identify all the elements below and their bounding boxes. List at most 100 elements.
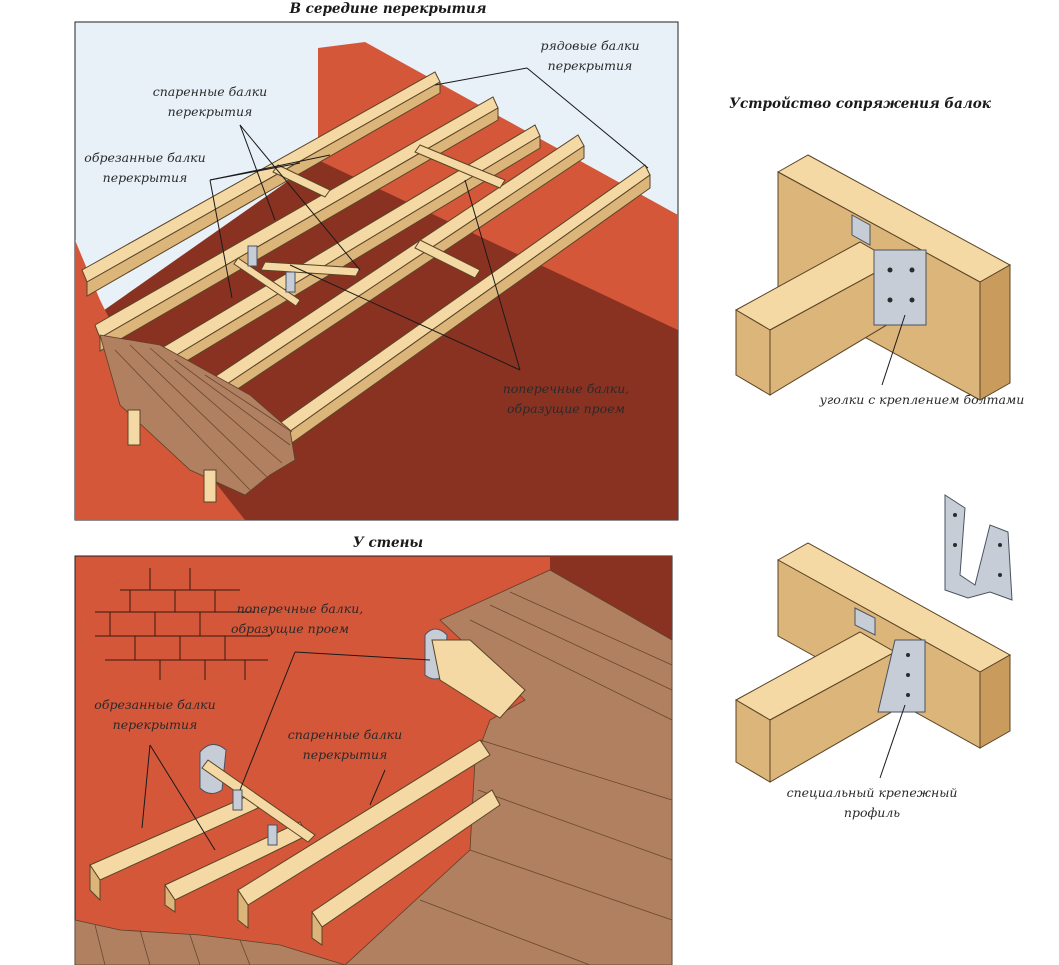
joists-bottom <box>89 739 501 946</box>
plb-1 <box>94 924 106 965</box>
hanger-b1 <box>232 789 243 811</box>
pl-2 <box>489 604 673 691</box>
profile-hanger <box>877 639 926 713</box>
leader-ordinary-a <box>434 67 528 86</box>
leader-b-trim-b <box>149 744 216 851</box>
joist-b4-end <box>311 910 323 946</box>
joist-b2-end <box>164 883 176 913</box>
profile-back <box>854 607 876 636</box>
leader-cross-b <box>289 264 521 371</box>
plb-4 <box>239 939 251 965</box>
leader-b-paired <box>369 769 386 806</box>
panel-middle-of-floor: В середине перекрытия <box>74 1 679 521</box>
plb-2 <box>139 929 151 965</box>
label-trimmed-2: перекрытия <box>103 170 188 185</box>
label-cross-wall-1: поперечные балки, <box>237 601 364 616</box>
label-cross-2: образущие проем <box>507 401 625 416</box>
leader-b-trim-a <box>141 744 151 829</box>
label-paired-1: спаренные балки <box>153 84 267 99</box>
joint-detail-profile: специальный крепежный профиль <box>734 494 1013 820</box>
header-4 <box>414 239 481 279</box>
pl-1 <box>469 619 673 721</box>
joint-detail-angles: уголки с креплением болтами <box>734 154 1025 407</box>
label-ordinary-1: рядовые балки <box>540 38 639 53</box>
nail-3 <box>906 693 910 697</box>
deck-line-5 <box>204 374 293 433</box>
panel-title-middle: В середине перекрытия <box>289 1 487 17</box>
part-hole-2 <box>953 543 957 547</box>
nail-2 <box>906 673 910 677</box>
leader-profile <box>879 704 906 779</box>
joist-2-side <box>99 107 499 352</box>
left-wall <box>75 240 245 520</box>
label-trimmed-1: обрезанные балки <box>84 150 205 165</box>
main-beam-end-2 <box>979 654 1011 749</box>
deck-line-3 <box>149 347 283 464</box>
deck-line-1 <box>114 349 251 491</box>
deck-post-1 <box>127 409 141 446</box>
angle-back-1 <box>851 214 871 246</box>
label-cross-1: поперечные балки, <box>503 381 630 396</box>
floor-deck-top <box>99 334 296 503</box>
hanger-b2 <box>267 824 278 846</box>
deck-line-4 <box>174 359 291 446</box>
joist-b3-end <box>237 888 249 930</box>
label-ordinary-2: перекрытия <box>548 58 633 73</box>
leader-paired-b <box>239 124 361 271</box>
deck-bottom-surface <box>74 919 346 965</box>
label-cross-wall-2: образущие проем <box>231 621 349 636</box>
pl-5 <box>477 789 673 861</box>
plb-3 <box>189 934 201 965</box>
bolt-2 <box>887 297 893 303</box>
header-b <box>201 759 316 843</box>
brick-pattern <box>79 568 271 681</box>
panel-title-wall: У стены <box>353 535 423 551</box>
pl-3 <box>509 591 673 666</box>
wall-corner-dark <box>550 556 672 640</box>
label-trimmed-wall-1: обрезанные балки <box>94 697 215 712</box>
leader-trimmed-a <box>209 179 233 299</box>
pl-7 <box>419 899 591 965</box>
deck-surface <box>99 334 296 496</box>
label-angles: уголки с креплением болтами <box>819 392 1025 407</box>
header-beams <box>233 144 506 307</box>
joist-b1-end <box>89 863 101 902</box>
part-hole-3 <box>998 543 1002 547</box>
leader-ordinary-b <box>526 67 649 169</box>
header-5 <box>233 257 301 307</box>
main-beam-end-1 <box>979 264 1011 401</box>
leader-cross-a <box>464 179 521 371</box>
pl-6 <box>469 849 673 921</box>
deck-post-2 <box>203 469 217 503</box>
profile-part-loose <box>944 494 1013 601</box>
angle-bracket-1 <box>873 249 927 326</box>
floor-deck-bottom <box>74 919 346 965</box>
part-hole-1 <box>953 513 957 517</box>
bolt-3 <box>909 267 915 273</box>
brick-area <box>79 569 271 681</box>
leader-angles <box>881 314 906 386</box>
label-paired-wall-1: спаренные балки <box>288 727 402 742</box>
label-paired-2: перекрытия <box>168 104 253 119</box>
leader-b-cross-a <box>294 651 431 661</box>
leader-trimmed-c <box>209 154 331 181</box>
panel-title-joint: Устройство сопряжения балок <box>729 96 992 112</box>
leader-lines-top <box>209 67 649 371</box>
label-trimmed-wall-2: перекрытия <box>113 717 198 732</box>
header-2 <box>414 144 506 189</box>
bolt-1 <box>887 267 893 273</box>
header-wall-beam <box>431 639 526 719</box>
ordinary-joists <box>81 71 651 456</box>
panel-at-wall: У стены <box>74 535 673 965</box>
label-paired-wall-2: перекрытия <box>303 747 388 762</box>
nail-1 <box>906 653 910 657</box>
hanger-2 <box>285 271 296 293</box>
bolt-4 <box>909 297 915 303</box>
part-hole-4 <box>998 573 1002 577</box>
leader-b-cross-b <box>239 651 296 791</box>
label-profile-2: профиль <box>844 805 900 820</box>
header-3 <box>260 261 361 277</box>
label-profile-1: специальный крепежный <box>787 785 958 800</box>
pl-4 <box>479 739 673 801</box>
